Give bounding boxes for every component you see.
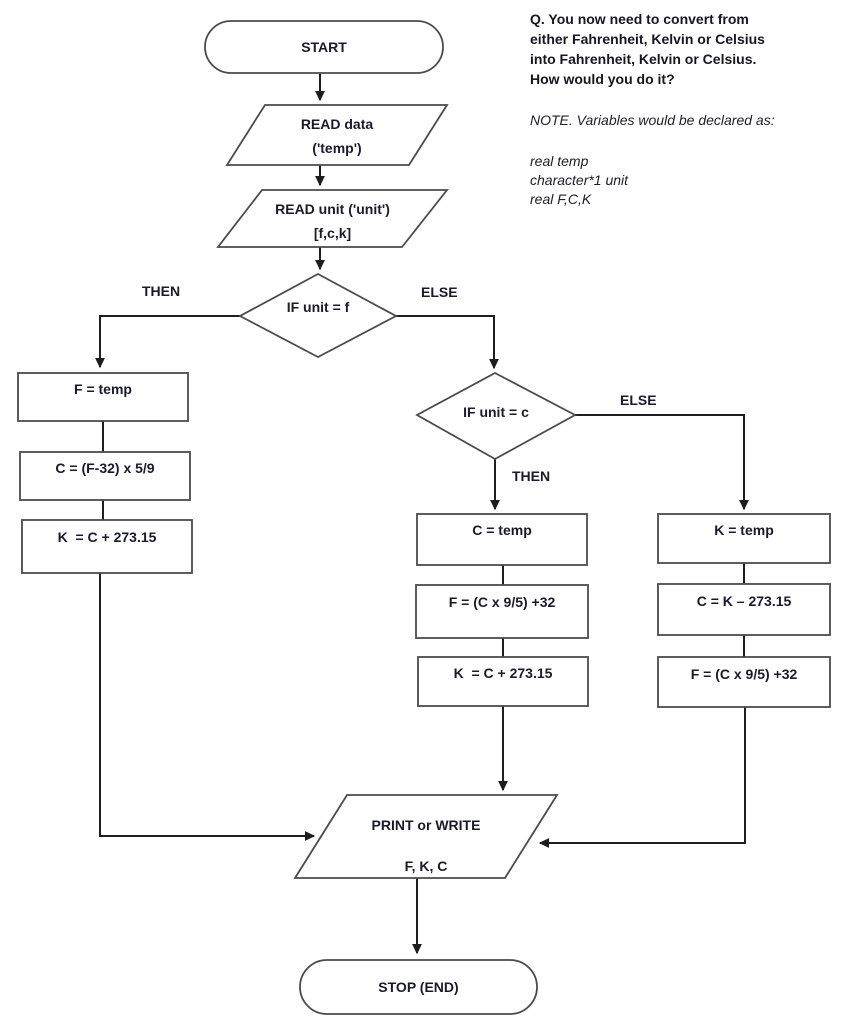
- k-from-c-box-mid: [417, 656, 589, 707]
- arrow-k-branch-to-print: [538, 707, 746, 848]
- question-line: either Fahrenheit, Kelvin or Celsius: [530, 31, 765, 47]
- read-data-parallelogram: [225, 104, 449, 166]
- c-from-f-box: [19, 451, 191, 501]
- declaration-line: character*1 unit: [530, 172, 629, 188]
- k-temp-label: K = temp: [714, 522, 774, 538]
- f-from-c-mid-label: F = (C x 9/5) +32: [448, 594, 556, 610]
- else-label-1: ELSE: [421, 284, 458, 300]
- f-from-c-right-label: F = (C x 9/5) +32: [690, 666, 798, 682]
- f-from-c-box-right: [657, 656, 831, 708]
- arrow-decision1-else-to-decision2: [396, 315, 499, 370]
- declaration-line: real F,C,K: [530, 191, 592, 207]
- decision2-diamond: [415, 371, 577, 461]
- c-temp-box: [416, 513, 588, 566]
- variable-declarations: real temp character*1 unit real F,C,K: [530, 152, 835, 209]
- print-line2: F, K, C: [404, 858, 448, 874]
- read-data-line1: READ data: [300, 116, 374, 132]
- c-from-k-label: C = K – 273.15: [696, 593, 792, 609]
- k-from-c-left-label: K = C + 273.15: [57, 529, 157, 545]
- decision1-diamond: [238, 272, 398, 359]
- decision1-label: IF unit = f: [286, 299, 350, 315]
- c-from-f-label: C = (F-32) x 5/9: [55, 460, 155, 476]
- read-data-line2: ('temp'): [312, 140, 362, 156]
- c-temp-label: C = temp: [472, 522, 532, 538]
- start-terminal-shape: [204, 20, 444, 74]
- print-line1: PRINT or WRITE: [371, 817, 481, 833]
- stop-terminal-shape: [299, 959, 538, 1015]
- c-from-k-box: [657, 583, 831, 636]
- stop-label: STOP (END): [378, 979, 459, 995]
- then-label-2: THEN: [512, 468, 551, 484]
- read-unit-parallelogram: [216, 189, 449, 248]
- then-label-1: THEN: [142, 283, 181, 299]
- question-line: Q. You now need to convert from: [530, 11, 749, 27]
- read-unit-line1: READ unit ('unit'): [275, 201, 390, 217]
- declaration-line: real temp: [530, 153, 589, 169]
- decision2-label: IF unit = c: [463, 404, 529, 420]
- f-temp-box: [17, 372, 189, 422]
- start-label: START: [301, 39, 347, 55]
- read-unit-line2: [f,c,k]: [313, 225, 352, 241]
- else-label-2: ELSE: [620, 392, 657, 408]
- arrow-decision1-then-to-f-temp: [95, 315, 240, 369]
- f-from-c-box-mid: [415, 584, 589, 639]
- k-from-c-mid-label: K = C + 273.15: [453, 665, 553, 681]
- question-line: How would you do it?: [530, 71, 675, 87]
- print-parallelogram: [293, 794, 559, 879]
- f-temp-label: F = temp: [74, 381, 132, 397]
- variables-note: NOTE. Variables would be declared as:: [530, 112, 775, 128]
- arrow-decision2-else-to-k-temp: [575, 414, 749, 511]
- question-line: into Fahrenheit, Kelvin or Celsius.: [530, 51, 757, 67]
- question-block: Q. You now need to convert from either F…: [530, 9, 835, 209]
- arrow-f-branch-to-print: [99, 573, 316, 841]
- k-from-c-box-left: [21, 519, 193, 574]
- k-temp-box: [657, 513, 831, 564]
